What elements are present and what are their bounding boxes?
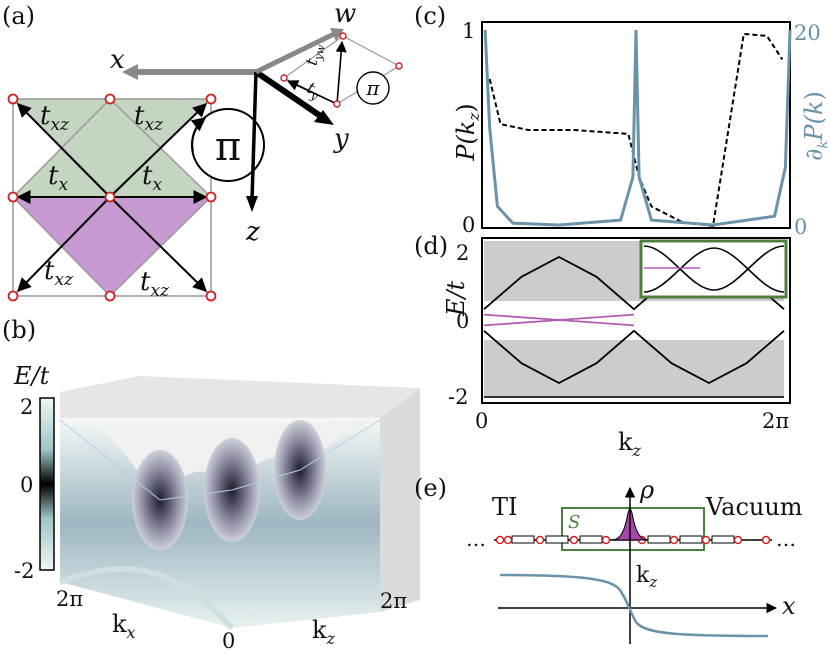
inset-curve-1 [643,247,785,293]
green-triangle-right [110,99,211,148]
label-tx-left: tx [48,161,68,195]
green-diamond [13,99,211,197]
panel-a-label: (a) [2,2,35,30]
axis-w-label: w [334,0,356,29]
kz-tick-2pi: 2π [380,589,407,613]
panel-e: (e) TI Vacuum ρ S … … kz x [414,474,803,644]
y-axis-arrowhead [314,110,334,125]
panel-b-label: (b) [2,316,36,344]
kx-axis-label: kx [112,610,136,642]
label-txz-top-right: txz [134,101,164,135]
d-ytick-2: 2 [456,241,469,265]
c-right-tick-0: 0 [794,215,807,239]
e-ti-label: TI [492,493,518,521]
y-axis-arrow [254,69,324,120]
w-axis-arrowhead [330,28,344,41]
kx-tick-2pi: 2π [56,587,83,611]
axis-x-label: x [110,45,125,75]
panel-a: (a) txz txz tx tx txz txz [2,0,403,302]
zoom-inset [639,239,788,299]
label-tx-right: tx [142,161,162,195]
panel-c-label: (c) [414,2,446,30]
inset-ty-label: ty [303,78,324,104]
label-txz-bottom-left: txz [44,256,74,290]
purple-triangle [13,197,211,296]
d-ytick-0: 0 [456,309,469,333]
d-xtick-0: 0 [475,409,488,433]
inset-flux-symbol: π [365,76,380,100]
flux-inset: tyw ty π [280,32,403,108]
c-left-tick-0: 0 [462,213,475,237]
c-series-0 [488,32,784,228]
axis-z-label: z [245,217,260,247]
label-txz-top-left: txz [40,101,70,135]
d-series-1 [483,329,785,385]
lattice-sites [7,93,217,302]
inset-tyw-label: tyw [302,41,328,68]
panel-d-label: (d) [414,232,448,260]
e-kz-label: kz [636,563,657,591]
panel-c-curves [483,29,792,228]
kx-tick-0: 0 [222,629,235,653]
c-right-tick-20: 20 [794,21,821,45]
inset-curve-0 [643,245,785,291]
panel-d: (d) 2 0 -2 0 2π E/t kz [414,232,791,460]
e-s-region [561,507,705,551]
colorbar-title: E/t [13,362,50,390]
w-axis-arrow [254,31,336,75]
colorbar-tick-top: 2 [20,395,33,419]
kz-axis-label: kz [312,616,336,648]
flux-symbol: π [215,124,241,170]
e-dots-left: … [466,527,486,551]
e-x-label: x [782,592,796,620]
e-kz-profile [499,573,769,638]
label-txz-bottom-right: txz [140,267,170,301]
e-vacuum-label: Vacuum [705,493,803,521]
panel-e-label: (e) [414,474,447,502]
axis-triad: x y z w [110,0,356,247]
colorbar-tick-bottom: -2 [14,559,34,583]
z-axis-arrowhead [246,196,258,212]
x-axis-arrowhead [122,64,138,80]
panel-c: (c) 1 0 20 0 P(kz) ∂kP(k) [414,2,830,239]
e-chain-bonds [511,535,735,544]
colorbar [39,397,55,571]
axis-y-label: y [333,124,349,154]
c-series-1 [483,29,792,227]
z-axis-arrow [250,71,258,201]
d-xlabel: kz [618,428,642,460]
e-s-label: S [568,512,580,533]
flux-arrow [190,117,207,153]
d-ylabel: E/t [442,280,470,317]
d-ytick-minus2: -2 [448,385,468,409]
colorbar-tick-mid: 0 [20,473,33,497]
c-right-ylabel: ∂kP(k) [800,91,830,161]
d-xtick-2pi: 2π [762,409,789,433]
c-left-ylabel: P(kz) [452,103,483,161]
green-triangle-left [13,99,110,148]
e-dots-right: … [776,527,796,551]
band-surface-3d [58,376,420,631]
d-series-3 [483,313,635,327]
c-left-tick-1: 1 [462,19,475,43]
panel-b: (b) E/t 2 0 -2 2π 0 2π kx kz [2,316,420,653]
zoom-inset-curves [643,245,785,293]
d-bulk-band-lower [484,340,784,398]
e-rho-label: ρ [639,476,654,504]
hopping-arrows [16,103,208,293]
inset-flux-circle [356,71,390,105]
